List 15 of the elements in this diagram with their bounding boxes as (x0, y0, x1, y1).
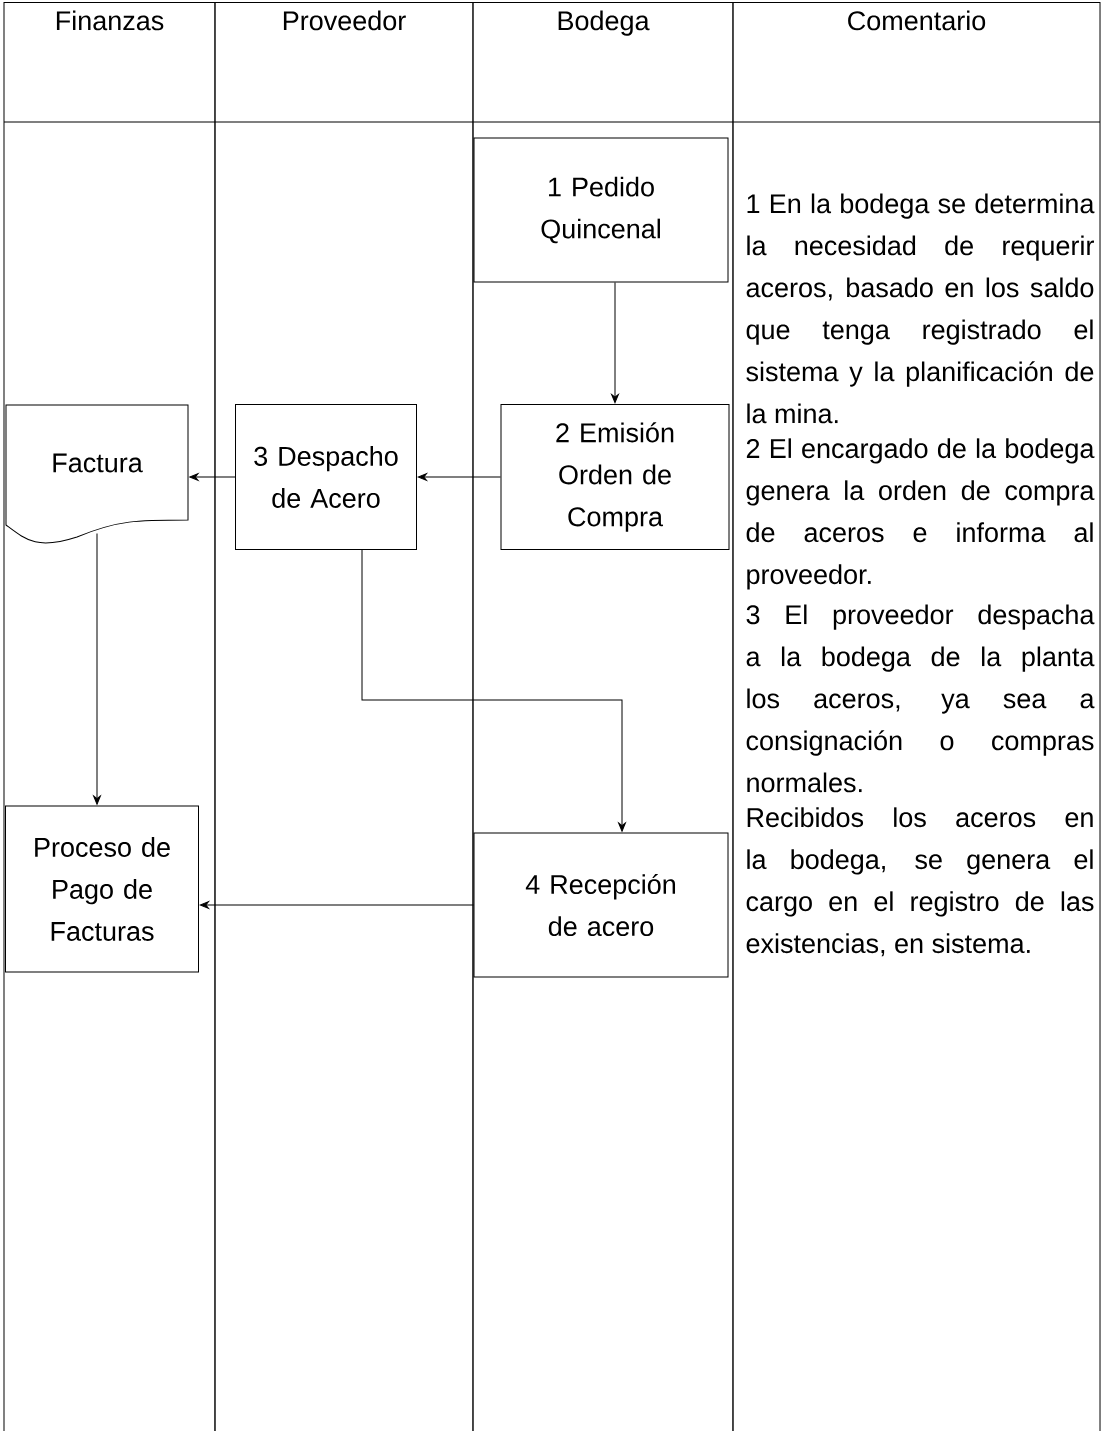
process-box: Proceso de Pago de Facturas (5, 805, 199, 973)
arrow (199, 901, 474, 909)
process-box: 4 Recepción de acero (473, 832, 729, 978)
arrow (93, 533, 101, 805)
arrow (611, 282, 619, 404)
process-box: 1 Pedido Quincenal (473, 137, 729, 283)
arrow (361, 549, 626, 832)
comment-text: 1 En la bodega se determina la necesidad de requerir aceros, basado en los saldo que tenga registrado el sistema y la planificación de la mina. (746, 193, 1095, 424)
comment-text: Recibidos los aceros en la bodega, se genera el cargo en el registro de las existencias, en sistema. (746, 807, 1094, 957)
arrow (417, 473, 501, 481)
comment-text: 2 El encargado de la bodega genera la orden de compra de aceros e informa al proveedor. (746, 438, 1095, 590)
process-box: 2 Emisión Orden de Compra (500, 404, 730, 550)
comment-text: 3 El proveedor despacha a la bodega de la planta los aceros, ya sea a consignación o compras normales. (746, 604, 1095, 793)
arrow (189, 473, 236, 481)
process-box: 3 Despacho de Acero (235, 404, 417, 550)
